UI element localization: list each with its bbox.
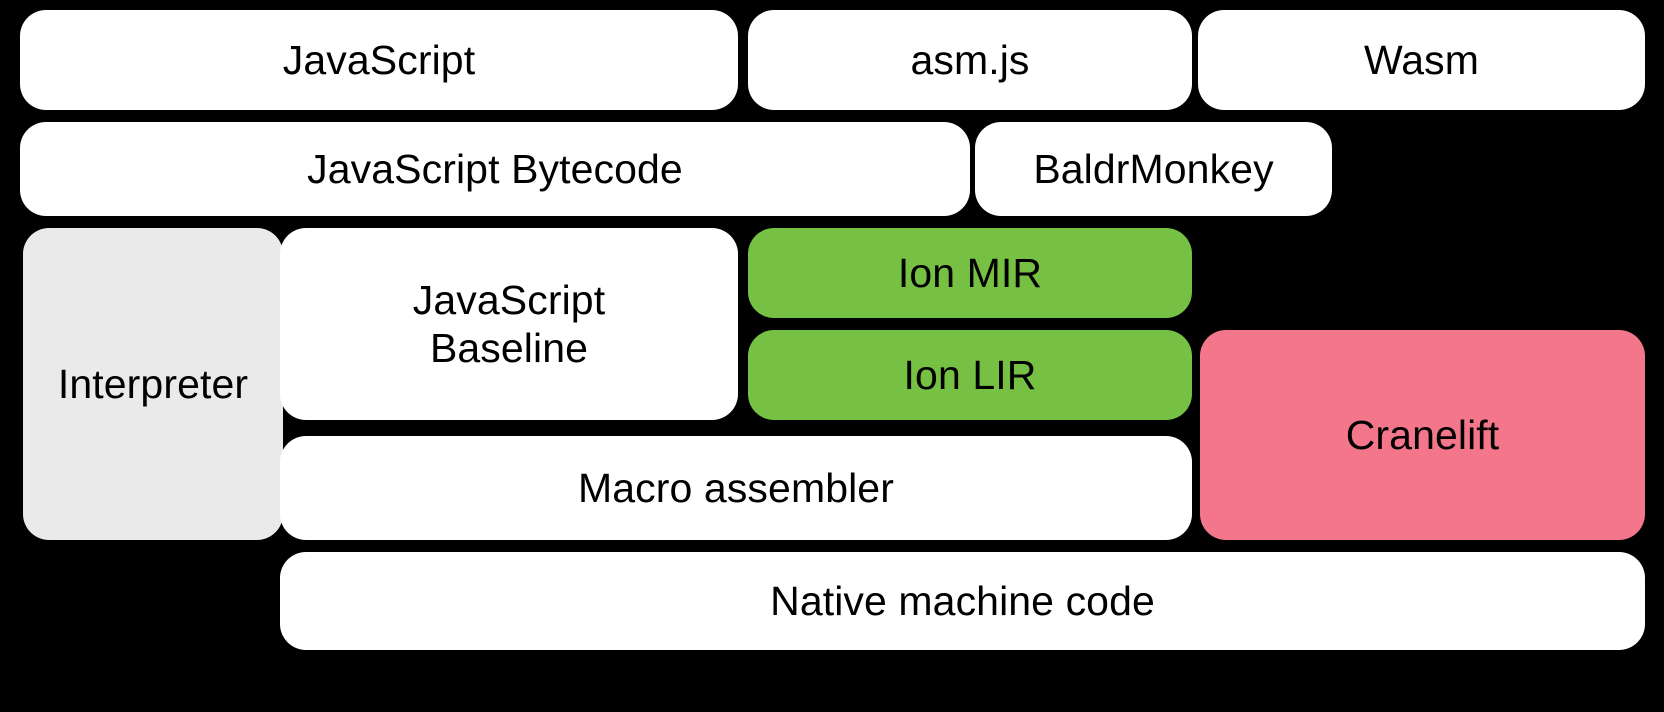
node-asm-js[interactable]: asm.js — [748, 10, 1192, 110]
node-cranelift[interactable]: Cranelift — [1200, 330, 1645, 540]
node-baldrmonkey[interactable]: BaldrMonkey — [975, 122, 1332, 216]
node-label: BaldrMonkey — [1033, 145, 1274, 192]
node-label: Interpreter — [57, 360, 249, 407]
node-label: Wasm — [1363, 36, 1480, 83]
node-javascript-bytecode[interactable]: JavaScript Bytecode — [20, 122, 970, 216]
node-label: asm.js — [910, 36, 1030, 83]
node-javascript-baseline[interactable]: JavaScript Baseline — [280, 228, 738, 420]
node-label: Ion LIR — [903, 351, 1037, 398]
node-label: Native machine code — [770, 577, 1155, 624]
node-interpreter[interactable]: Interpreter — [23, 228, 283, 540]
node-ion-mir[interactable]: Ion MIR — [748, 228, 1192, 318]
node-label: Cranelift — [1345, 411, 1500, 458]
node-label: Macro assembler — [578, 464, 894, 511]
node-label: JavaScript Baseline — [412, 276, 606, 371]
node-macro-assembler[interactable]: Macro assembler — [280, 436, 1192, 540]
node-label: JavaScript Bytecode — [307, 145, 683, 192]
node-ion-lir[interactable]: Ion LIR — [748, 330, 1192, 420]
node-wasm[interactable]: Wasm — [1198, 10, 1645, 110]
node-label: Ion MIR — [897, 249, 1043, 296]
node-native-machine-code[interactable]: Native machine code — [280, 552, 1645, 650]
node-label: JavaScript — [282, 36, 476, 83]
node-javascript[interactable]: JavaScript — [20, 10, 738, 110]
